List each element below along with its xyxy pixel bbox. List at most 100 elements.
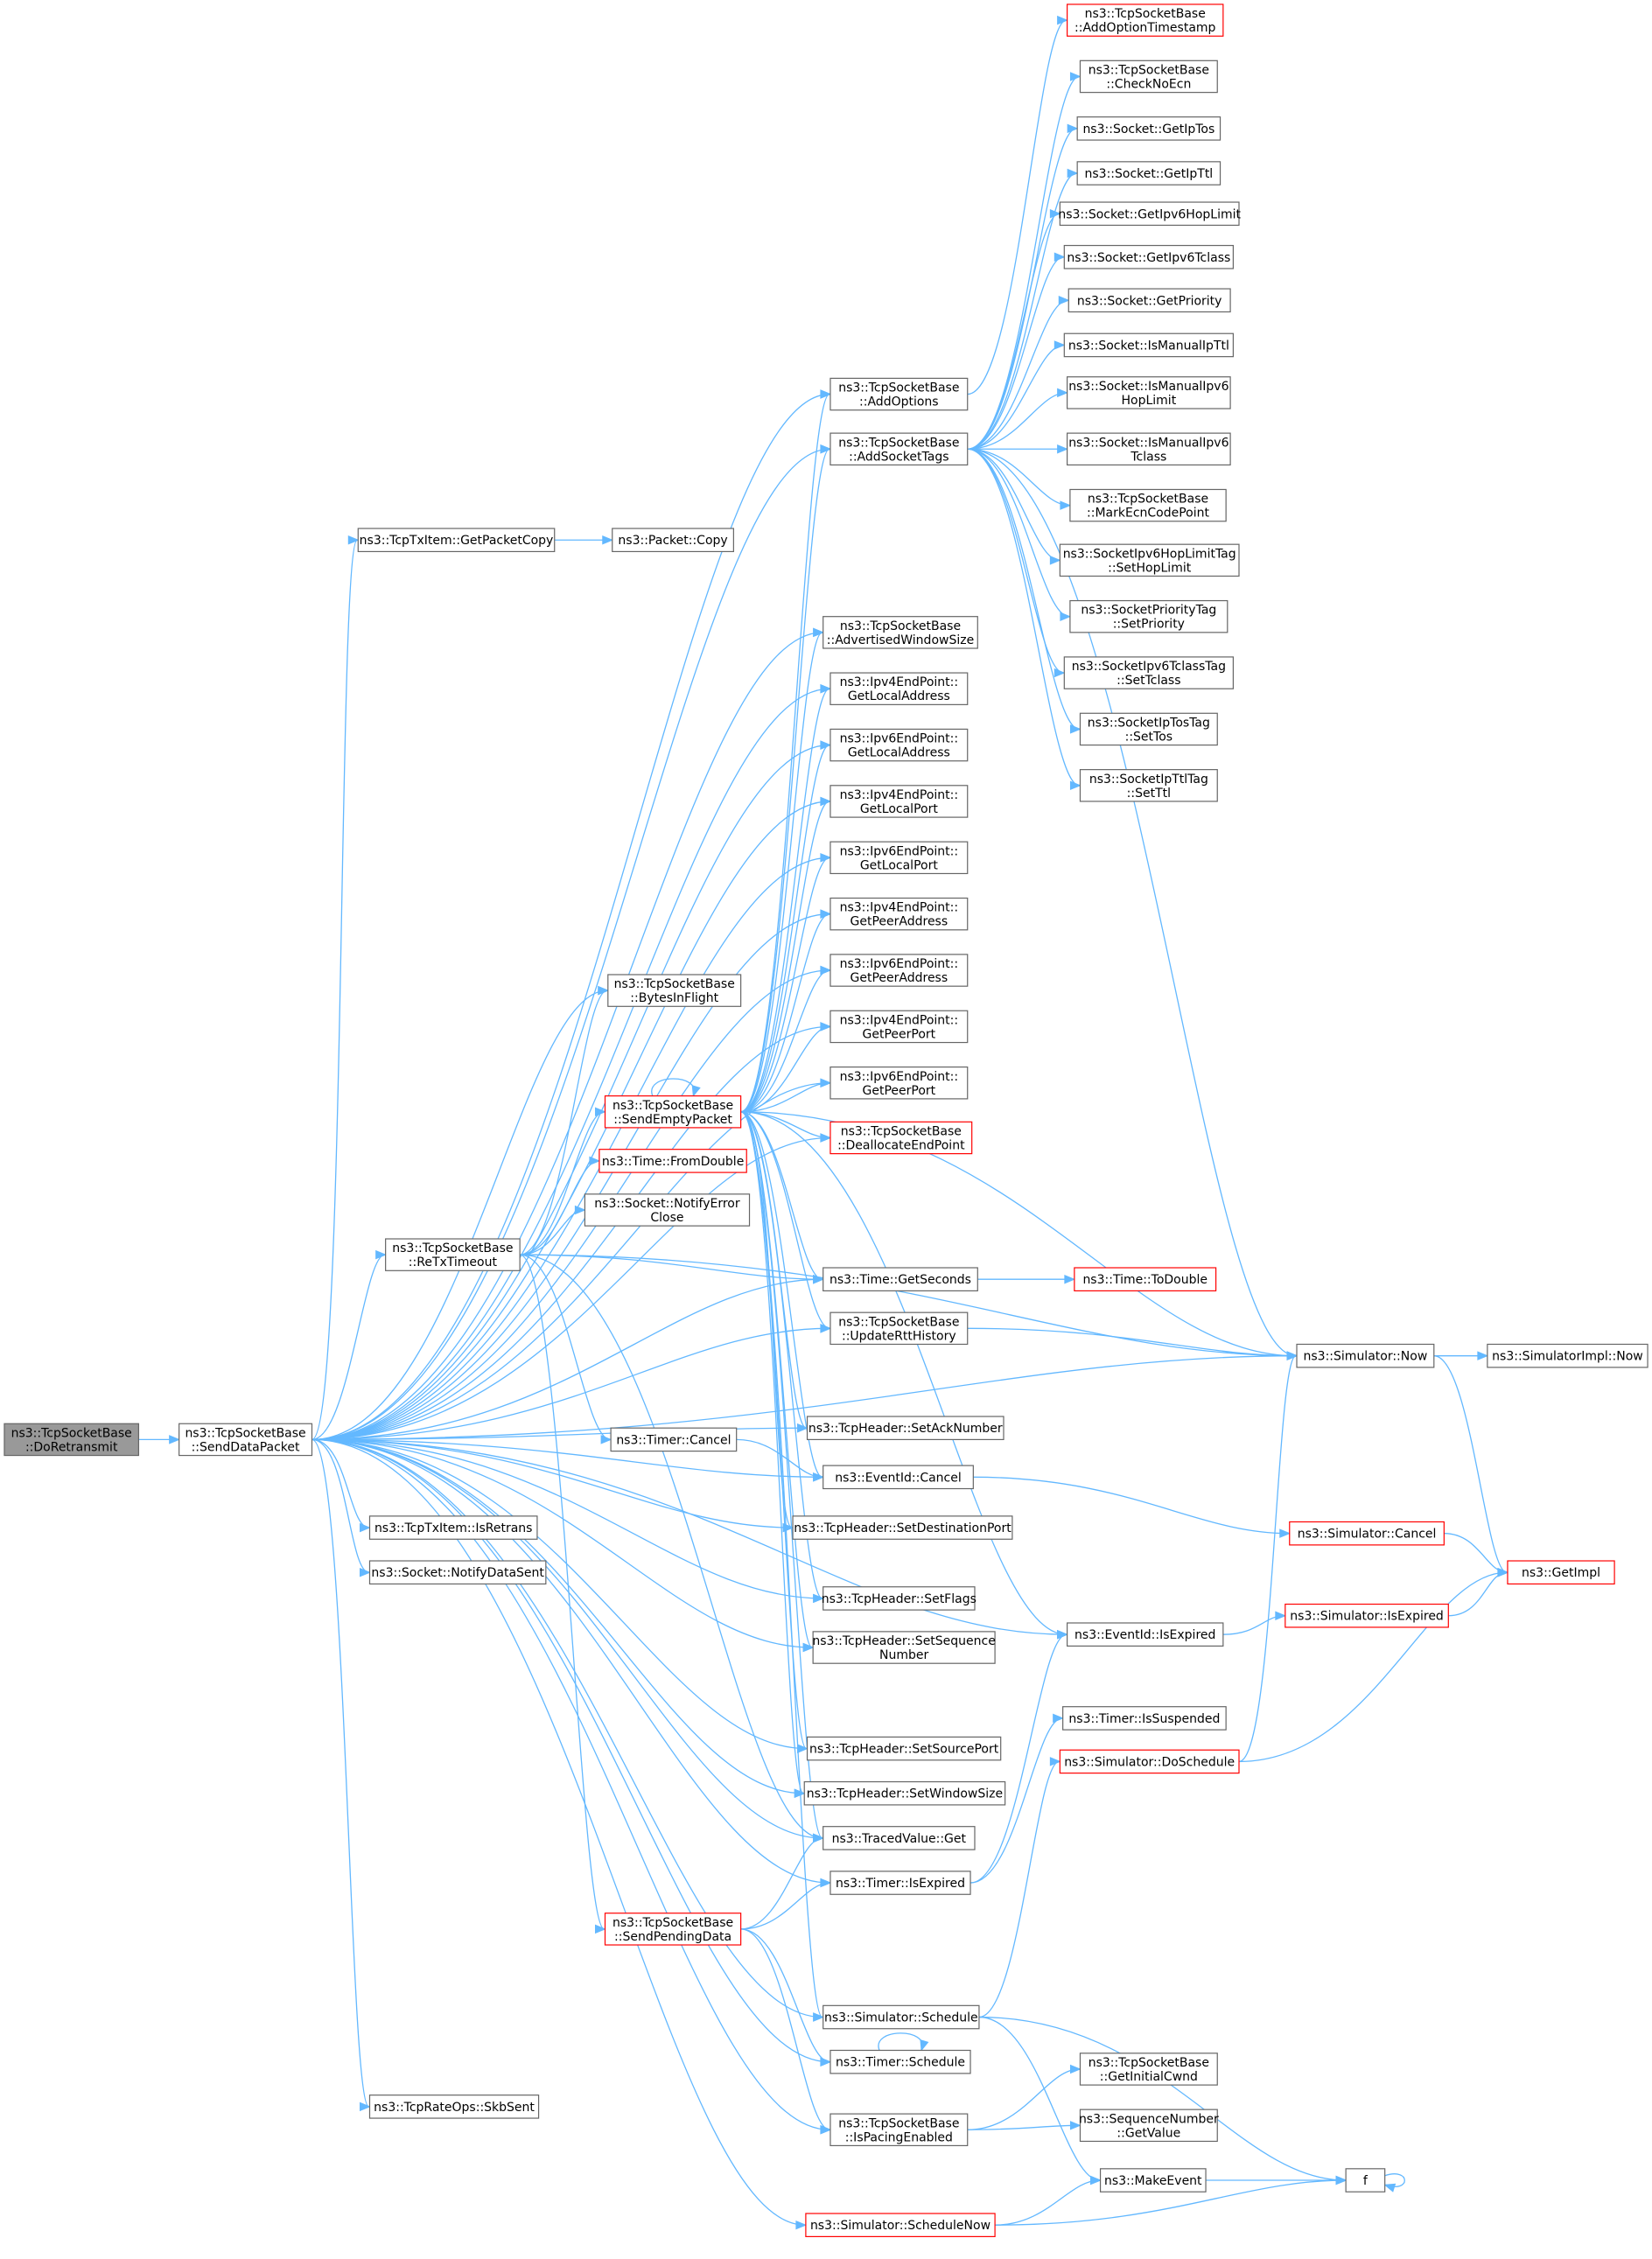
node-time-from-double[interactable]: ns3::Time::FromDouble	[598, 1149, 747, 1173]
node-get-impl[interactable]: ns3::GetImpl	[1507, 1560, 1615, 1585]
node-label: ::AdvertisedWindowSize	[827, 633, 974, 647]
edge-arrowhead	[802, 1642, 815, 1653]
node-sequence-number-get-value[interactable]: ns3::SequenceNumber::GetValue	[1079, 2109, 1219, 2143]
node-get-ip-ttl[interactable]: ns3::Socket::GetIpTtl	[1076, 161, 1222, 185]
edge-arrowhead	[820, 965, 832, 976]
node-simulator-is-expired[interactable]: ns3::Simulator::IsExpired	[1284, 1603, 1449, 1628]
node-time-get-seconds[interactable]: ns3::Time::GetSeconds	[822, 1267, 978, 1292]
edge-line	[312, 1438, 822, 2018]
node-time-to-double[interactable]: ns3::Time::ToDouble	[1074, 1267, 1217, 1292]
node-ipv4-get-local-port[interactable]: ns3::Ipv4EndPoint::GetLocalPort	[830, 785, 969, 818]
node-add-options[interactable]: ns3::TcpSocketBase::AddOptions	[830, 377, 969, 411]
node-event-id-cancel[interactable]: ns3::EventId::Cancel	[822, 1465, 974, 1490]
node-add-socket-tags[interactable]: ns3::TcpSocketBase::AddSocketTags	[830, 432, 969, 466]
node-re-tx-timeout[interactable]: ns3::TcpSocketBase::ReTxTimeout	[385, 1238, 521, 1271]
node-deallocate-end-point[interactable]: ns3::TcpSocketBase::DeallocateEndPoint	[830, 1121, 973, 1155]
node-ipv6-get-peer-port[interactable]: ns3::Ipv6EndPoint::GetPeerPort	[830, 1067, 969, 1100]
node-set-flags[interactable]: ns3::TcpHeader::SetFlags	[822, 1586, 976, 1611]
node-get-packet-copy[interactable]: ns3::TcpTxItem::GetPacketCopy	[357, 528, 556, 553]
node-make-event[interactable]: ns3::MakeEvent	[1099, 2168, 1207, 2193]
node-do-retransmit[interactable]: ns3::TcpSocketBase::DoRetransmit	[4, 1423, 140, 1457]
edge-arrowhead	[1060, 500, 1072, 510]
node-ipv6-get-local-port[interactable]: ns3::Ipv6EndPoint::GetLocalPort	[830, 841, 969, 875]
node-set-ttl[interactable]: ns3::SocketIpTtlTag::SetTtl	[1079, 769, 1218, 802]
node-set-priority[interactable]: ns3::SocketPriorityTag::SetPriority	[1069, 599, 1228, 633]
edge-line	[967, 172, 1077, 450]
node-simulator-cancel[interactable]: ns3::Simulator::Cancel	[1289, 1521, 1445, 1546]
edge-sendPendingData-to-timerSchedule	[740, 1928, 832, 2067]
node-update-rtt-history[interactable]: ns3::TcpSocketBase::UpdateRttHistory	[830, 1311, 969, 1346]
node-label: ns3::Simulator::Schedule	[824, 2011, 978, 2025]
node-notify-data-sent[interactable]: ns3::Socket::NotifyDataSent	[368, 1560, 547, 1585]
node-set-tclass[interactable]: ns3::SocketIpv6TclassTag::SetTclass	[1063, 656, 1234, 689]
edge-sendDataPacket-to-setWindowSize	[312, 1438, 806, 1798]
edge-simulatorNow-to-simulatorImplNow	[1433, 1351, 1489, 1360]
node-timer-cancel[interactable]: ns3::Timer::Cancel	[610, 1427, 738, 1452]
node-set-ack-number[interactable]: ns3::TcpHeader::SetAckNumber	[806, 1416, 1004, 1440]
node-mark-ecn-code-point[interactable]: ns3::TcpSocketBase::MarkEcnCodePoint	[1069, 488, 1227, 522]
node-simulator-schedule[interactable]: ns3::Simulator::Schedule	[822, 2004, 980, 2030]
edge-line	[312, 1278, 822, 1441]
node-box	[1079, 2053, 1218, 2086]
node-timer-is-expired[interactable]: ns3::Timer::IsExpired	[830, 1871, 971, 1895]
node-simulator-do-schedule[interactable]: ns3::Simulator::DoSchedule	[1059, 1749, 1240, 1774]
node-set-destination-port[interactable]: ns3::TcpHeader::SetDestinationPort	[792, 1515, 1013, 1540]
node-advertised-window-size[interactable]: ns3::TcpSocketBase::AdvertisedWindowSize	[822, 616, 978, 649]
node-timer-schedule[interactable]: ns3::Timer::Schedule	[830, 2049, 971, 2074]
node-box	[610, 1427, 738, 1452]
node-label: ns3::TcpTxItem::GetPacketCopy	[360, 534, 554, 548]
edge-arrowhead	[1067, 168, 1079, 178]
node-box	[604, 1913, 742, 1946]
node-simulator-now[interactable]: ns3::Simulator::Now	[1296, 1343, 1435, 1368]
edge-arrowhead	[1057, 388, 1068, 398]
node-is-manual-ip-ttl[interactable]: ns3::Socket::IsManualIpTtl	[1063, 332, 1234, 358]
node-schedule-now[interactable]: ns3::Simulator::ScheduleNow	[805, 2213, 996, 2237]
node-ipv4-get-peer-address[interactable]: ns3::Ipv4EndPoint::GetPeerAddress	[830, 897, 969, 931]
node-get-initial-cwnd[interactable]: ns3::TcpSocketBase::GetInitialCwnd	[1079, 2053, 1218, 2086]
edge-line	[740, 688, 830, 1113]
edge-arrowhead	[813, 1472, 825, 1482]
node-ipv6-get-peer-address[interactable]: ns3::Ipv6EndPoint::GetPeerAddress	[830, 954, 969, 987]
node-label: ::SetTclass	[1116, 674, 1180, 688]
node-ipv6-get-local-address[interactable]: ns3::Ipv6EndPoint::GetLocalAddress	[830, 728, 969, 762]
node-label: ns3::TcpHeader::SetDestinationPort	[794, 1521, 1012, 1535]
node-is-pacing-enabled[interactable]: ns3::TcpSocketBase::IsPacingEnabled	[830, 2113, 969, 2147]
edge-isPacingEnabled-to-getInitialCwnd	[967, 2064, 1082, 2130]
node-add-option-timestamp[interactable]: ns3::TcpSocketBase::AddOptionTimestamp	[1067, 3, 1224, 37]
node-is-retrans[interactable]: ns3::TcpTxItem::IsRetrans	[368, 1515, 538, 1540]
node-get-ip-tos[interactable]: ns3::Socket::GetIpTos	[1076, 116, 1222, 141]
node-label: ns3::SimulatorImpl::Now	[1492, 1350, 1643, 1364]
node-box	[1289, 1521, 1445, 1546]
node-skb-sent[interactable]: ns3::TcpRateOps::SkbSent	[368, 2095, 540, 2119]
node-box	[1067, 432, 1231, 466]
node-ipv4-get-peer-port[interactable]: ns3::Ipv4EndPoint::GetPeerPort	[830, 1010, 969, 1044]
node-set-source-port[interactable]: ns3::TcpHeader::SetSourcePort	[806, 1736, 1002, 1761]
node-ipv4-get-local-address[interactable]: ns3::Ipv4EndPoint::GetLocalAddress	[830, 672, 969, 705]
node-traced-value-get[interactable]: ns3::TracedValue::Get	[822, 1826, 976, 1850]
node-get-priority[interactable]: ns3::Socket::GetPriority	[1068, 288, 1231, 313]
node-event-id-is-expired[interactable]: ns3::EventId::IsExpired	[1067, 1622, 1224, 1647]
node-get-ipv6-hop-limit[interactable]: ns3::Socket::GetIpv6HopLimit	[1058, 201, 1242, 227]
node-get-ipv6-tclass[interactable]: ns3::Socket::GetIpv6Tclass	[1063, 244, 1234, 269]
node-send-empty-packet[interactable]: ns3::TcpSocketBase::SendEmptyPacket	[604, 1095, 742, 1129]
node-set-window-size[interactable]: ns3::TcpHeader::SetWindowSize	[803, 1780, 1006, 1806]
node-set-hop-limit[interactable]: ns3::SocketIpv6HopLimitTag::SetHopLimit	[1059, 543, 1240, 577]
node-f[interactable]: f	[1345, 2168, 1386, 2193]
node-bytes-in-flight[interactable]: ns3::TcpSocketBase::BytesInFlight	[607, 974, 742, 1007]
node-timer-is-suspended[interactable]: ns3::Timer::IsSuspended	[1062, 1706, 1227, 1731]
node-packet-copy[interactable]: ns3::Packet::Copy	[612, 528, 734, 553]
node-check-no-ecn[interactable]: ns3::TcpSocketBase::CheckNoEcn	[1079, 59, 1218, 94]
edge-line	[312, 857, 830, 1441]
node-label: HopLimit	[1122, 394, 1177, 408]
node-send-pending-data[interactable]: ns3::TcpSocketBase::SendPendingData	[604, 1913, 742, 1946]
node-box	[1063, 656, 1234, 689]
edge-addSocketTags-to-setPriority	[967, 448, 1072, 621]
node-simulator-impl-now[interactable]: ns3::SimulatorImpl::Now	[1487, 1343, 1648, 1368]
node-send-data-packet[interactable]: ns3::TcpSocketBase::SendDataPacket	[178, 1423, 313, 1457]
edge-line	[312, 1438, 830, 2130]
node-set-tos[interactable]: ns3::SocketIpTosTag::SetTos	[1079, 712, 1218, 746]
